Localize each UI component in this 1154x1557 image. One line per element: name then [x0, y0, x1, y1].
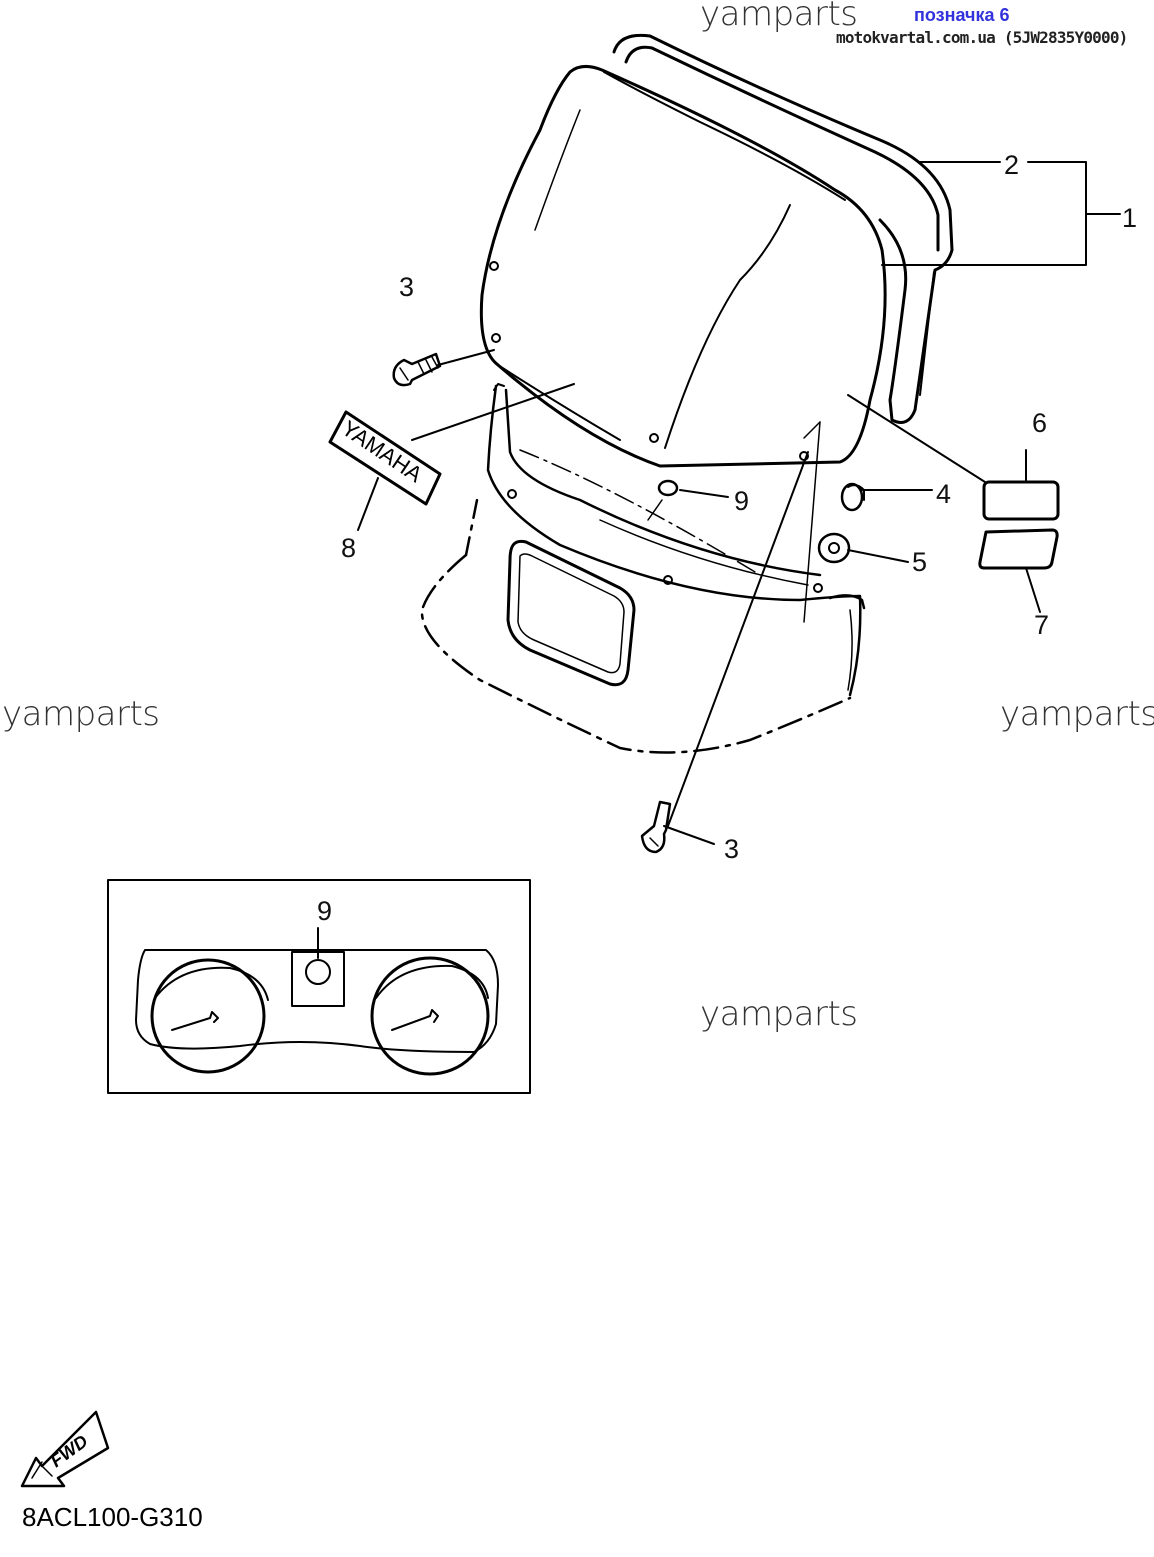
- callout-7: 7: [1034, 610, 1050, 640]
- callout-1: 1: [1122, 203, 1138, 233]
- fwd-text: FWD: [47, 1431, 92, 1471]
- callout-3-upper: 3: [399, 272, 415, 302]
- watermark-right: yamparts: [1000, 694, 1154, 734]
- watermark-top: yamparts: [700, 0, 858, 34]
- meter-panel: [135, 949, 499, 1053]
- grommet-5: [817, 532, 851, 564]
- callout-9-inset: 9: [317, 896, 333, 926]
- callout-3-lower: 3: [724, 834, 740, 864]
- header-tag: позначка 6: [914, 5, 1010, 25]
- diagram-code: 8ACL100-G310: [22, 1502, 203, 1532]
- yamaha-decal: [328, 410, 442, 506]
- fwd-arrow-icon: [20, 1410, 110, 1488]
- windshield-screen: [479, 65, 887, 468]
- plate-7: [978, 528, 1059, 570]
- bolt-3-upper: [392, 352, 442, 387]
- grommet-9: [657, 479, 679, 497]
- watermark-left: yamparts: [2, 694, 160, 734]
- indicator-grommet-9: [305, 959, 331, 985]
- callout-2: 2: [1004, 150, 1020, 180]
- headlight-opening: [506, 539, 636, 687]
- windshield-molding: [612, 33, 954, 424]
- header-site: motokvartal.com.ua (5JW2835Y0000): [836, 28, 1128, 47]
- watermark-middle: yamparts: [700, 994, 858, 1034]
- callout-8: 8: [341, 533, 357, 563]
- callout-4: 4: [936, 479, 952, 509]
- callout-5: 5: [912, 547, 928, 577]
- speedometer: [150, 958, 266, 1074]
- callout-9-main: 9: [734, 486, 750, 516]
- tachometer: [370, 956, 490, 1076]
- bolt-3-lower: [640, 800, 672, 854]
- nut-4: [840, 482, 864, 512]
- callout-6: 6: [1032, 408, 1048, 438]
- plate-6: [982, 480, 1060, 521]
- inset-box: [107, 879, 531, 1094]
